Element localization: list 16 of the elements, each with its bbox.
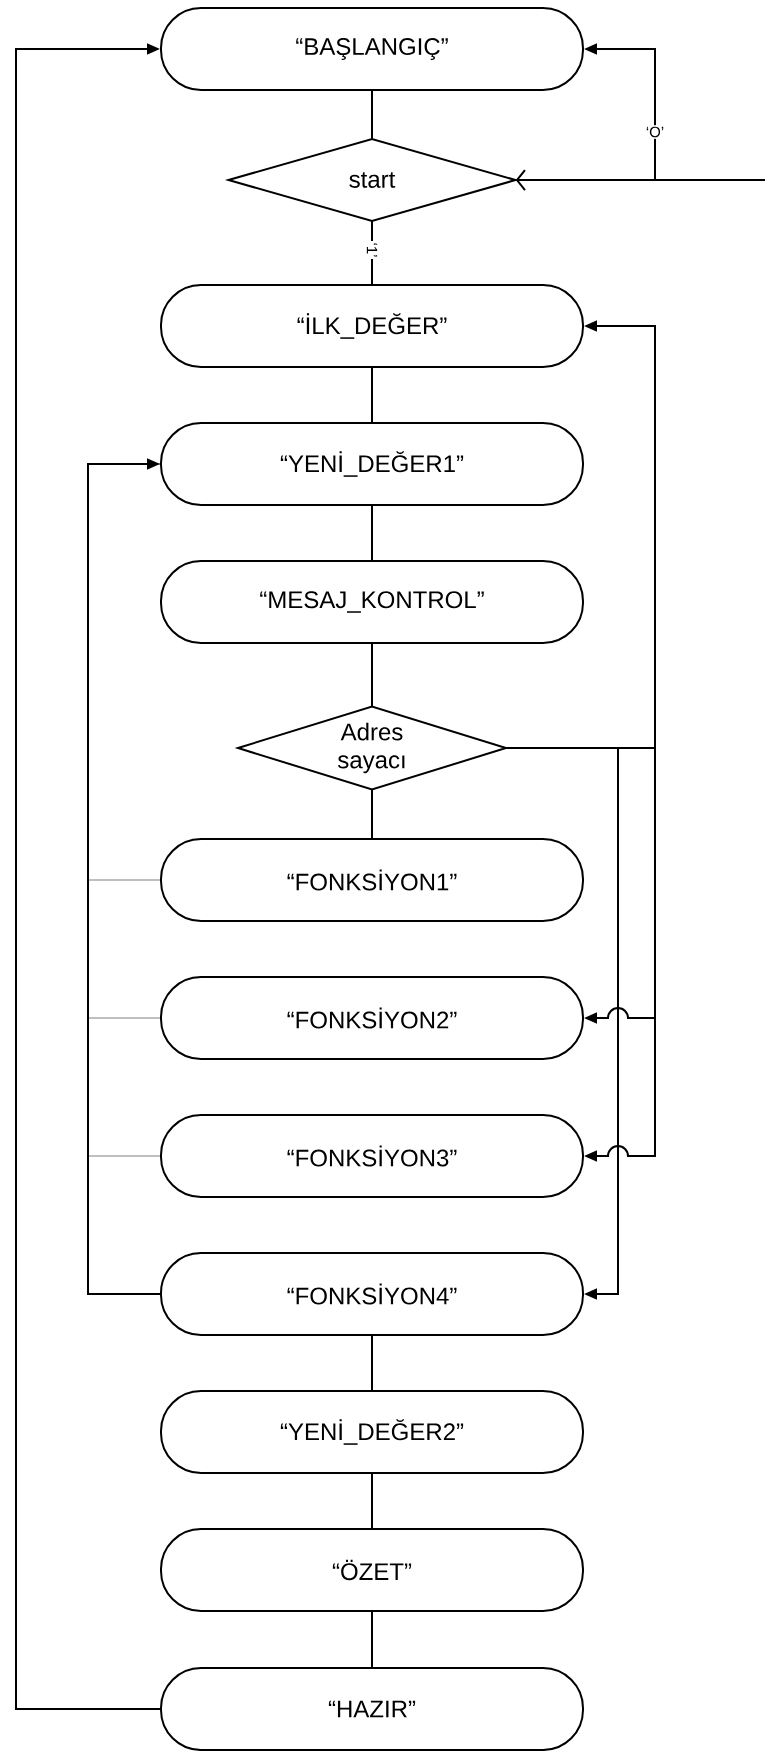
arrow [87, 458, 161, 1295]
edge-label: ‘1’ [365, 241, 379, 259]
arrow [15, 43, 161, 1710]
process-box: “YENİ_DEĞER2” [160, 1390, 584, 1474]
process-box: “FONKSİYON2” [160, 976, 584, 1060]
process-box: “HAZIR” [160, 1667, 584, 1751]
process-box: “FONKSİYON4” [160, 1252, 584, 1336]
process-box: “BAŞLANGIÇ” [160, 7, 584, 91]
process-box: “MESAJ_KONTROL” [160, 560, 584, 644]
process-box: “ÖZET” [160, 1528, 584, 1612]
process-box: “İLK_DEĞER” [160, 284, 584, 368]
process-box: “YENİ_DEĞER1” [160, 422, 584, 506]
process-box: “FONKSİYON1” [160, 838, 584, 922]
edge-label: ‘O’ [644, 125, 666, 139]
process-box: “FONKSİYON3” [160, 1114, 584, 1198]
arrow [505, 747, 619, 1300]
